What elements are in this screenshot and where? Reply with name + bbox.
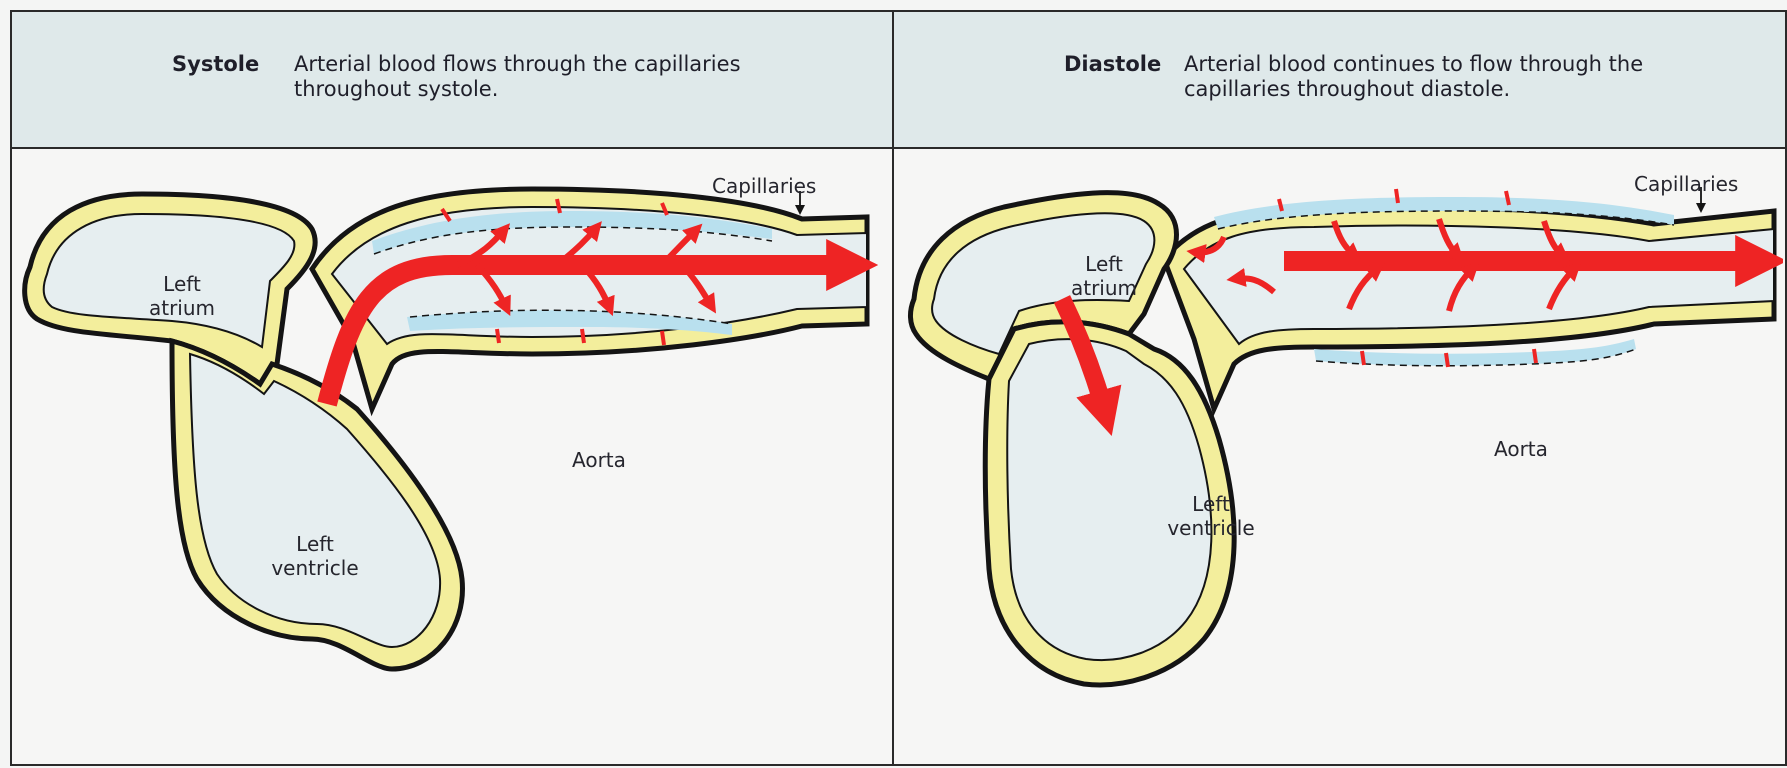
systole-description: Arterial blood flows through the capilla… bbox=[294, 52, 814, 102]
left-ventricle-label-line1: Left bbox=[1156, 492, 1266, 516]
aorta-label: Aorta bbox=[572, 448, 626, 472]
aorta-label: Aorta bbox=[1494, 437, 1548, 461]
capillary-tick bbox=[497, 329, 499, 343]
capillary-tick bbox=[662, 331, 664, 345]
left-atrium-label-line2: atrium bbox=[1064, 276, 1144, 300]
capillaries-label: Capillaries bbox=[712, 174, 816, 198]
diastole-description: Arterial blood continues to flow through… bbox=[1184, 52, 1744, 102]
capillary-tick bbox=[1396, 189, 1398, 203]
capillaries-pointer-head bbox=[1696, 203, 1706, 213]
diastole-panel: Diastole Arterial blood continues to flo… bbox=[894, 12, 1785, 764]
left-atrium-label-line1: Left bbox=[1064, 252, 1144, 276]
left-ventricle-label-line1: Left bbox=[260, 532, 370, 556]
systole-diagram bbox=[12, 149, 892, 764]
capillaries-pointer-head bbox=[795, 205, 805, 215]
left-ventricle-label-line2: ventricle bbox=[1156, 516, 1266, 540]
left-atrium-label-line2: atrium bbox=[142, 296, 222, 320]
diastole-header: Diastole Arterial blood continues to flo… bbox=[894, 12, 1785, 149]
capillaries-label: Capillaries bbox=[1634, 172, 1738, 196]
capillary-tick bbox=[1362, 351, 1364, 365]
capillary-tick bbox=[1534, 349, 1536, 363]
systole-term: Systole bbox=[172, 52, 259, 76]
capillary-tick bbox=[1446, 353, 1448, 367]
left-atrium-label-line1: Left bbox=[142, 272, 222, 296]
diastole-diagram bbox=[894, 149, 1783, 764]
systole-panel: Systole Arterial blood flows through the… bbox=[12, 12, 894, 764]
diastole-term: Diastole bbox=[1064, 52, 1161, 76]
aorta-lumen bbox=[1184, 226, 1774, 344]
capillary-tick bbox=[582, 329, 584, 343]
left-ventricle-label-line2: ventricle bbox=[260, 556, 370, 580]
figure: Systole Arterial blood flows through the… bbox=[10, 10, 1787, 766]
systole-header: Systole Arterial blood flows through the… bbox=[12, 12, 892, 149]
